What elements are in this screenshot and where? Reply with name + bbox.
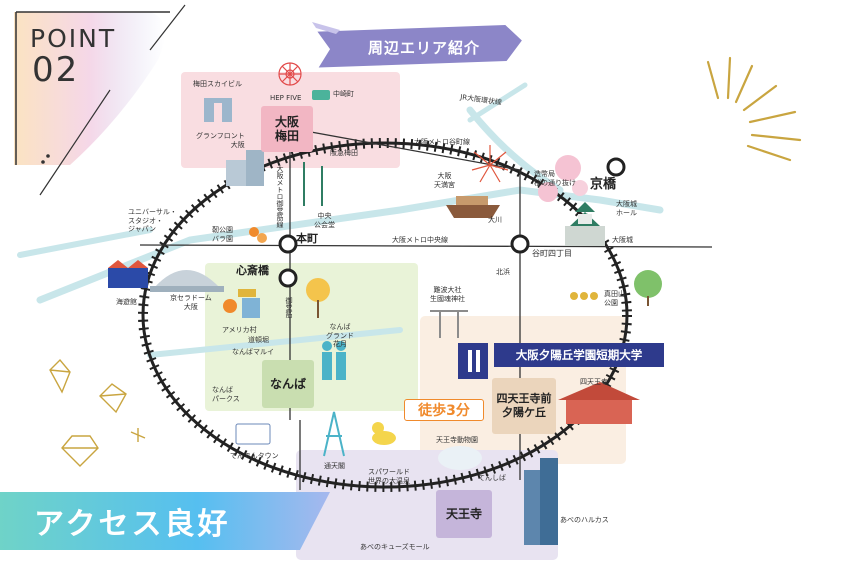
station-shitennoji[interactable]: 四天王寺前 夕陽ケ丘 bbox=[492, 378, 556, 434]
place-usj: ユニバーサル・ スタジオ・ ジャパン bbox=[128, 208, 177, 233]
place-sanadayama: 真田山 公園 bbox=[604, 290, 625, 307]
banner-ribbon bbox=[312, 22, 522, 68]
access-banner: アクセス良好 bbox=[34, 507, 231, 542]
place-ngk: なんば グランド 花月 bbox=[326, 323, 354, 348]
place-osaka-castle: 大阪城 bbox=[612, 236, 633, 244]
rose-icon bbox=[249, 227, 267, 243]
castle-icon bbox=[565, 202, 605, 246]
place-spa-world: スパワールド 世界の大温泉 bbox=[368, 468, 410, 485]
place-nakazakicho: 中崎町 bbox=[333, 90, 354, 98]
place-okawa: 大川 bbox=[488, 216, 502, 224]
place-kitahama: 北浜 bbox=[496, 268, 510, 276]
station-tanimachi4[interactable]: 谷町四丁目 bbox=[532, 249, 572, 258]
place-america-mura: アメリカ村 bbox=[222, 326, 257, 334]
station-tennoji[interactable]: 天王寺 bbox=[436, 490, 492, 538]
line-midosuji-road: 御堂筋 bbox=[285, 297, 293, 318]
duck-icon bbox=[372, 422, 396, 445]
building-icon bbox=[524, 458, 558, 545]
line-midosuji-metro: 大阪メトロ御堂筋線 bbox=[276, 165, 284, 228]
tower-icon bbox=[323, 411, 345, 457]
college-name[interactable]: 大阪夕陽丘学園短期大学 bbox=[494, 343, 664, 367]
cup-icon bbox=[312, 90, 330, 100]
point-header-graphic bbox=[14, 4, 186, 196]
place-ikukunitama: 難波大社 生國魂神社 bbox=[430, 286, 465, 303]
place-dotonbori: 道頓堀 bbox=[248, 336, 269, 344]
station-rings bbox=[278, 157, 626, 288]
place-grand-front: グランフロント 大阪 bbox=[196, 132, 245, 149]
section-banner: 周辺エリア紹介 bbox=[367, 38, 480, 57]
place-hep-five: HEP FIVE bbox=[270, 94, 302, 102]
point-number: 02 bbox=[32, 50, 80, 90]
line-chuo: 大阪メトロ中央線 bbox=[392, 236, 448, 244]
building-icon bbox=[204, 98, 232, 122]
tennoji-area bbox=[296, 450, 558, 560]
place-qs-mall: あべのキューズモール bbox=[360, 543, 430, 551]
college-logo-icon bbox=[458, 343, 488, 379]
station-hommachi[interactable]: 本町 bbox=[296, 232, 318, 245]
place-nipponbashi: でんでんタウン bbox=[230, 452, 279, 460]
temple-icon bbox=[558, 382, 640, 424]
place-tenshiba: てんしば bbox=[478, 474, 506, 482]
place-kyocera: 京セラドーム 大阪 bbox=[170, 294, 212, 311]
aquarium-icon bbox=[108, 260, 148, 288]
line-tanimachi: 大阪メトロ谷町線 bbox=[414, 138, 470, 146]
ferris-wheel-icon bbox=[278, 62, 302, 86]
couple-icon bbox=[322, 341, 346, 380]
place-tenmangu: 大阪 天満宮 bbox=[434, 172, 455, 189]
place-umeda-sky: 梅田スカイビル bbox=[193, 80, 242, 88]
fireworks-icon bbox=[471, 145, 509, 183]
station-shinsaibashi[interactable]: 心斎橋 bbox=[236, 264, 269, 277]
place-namba-parks: なんば パークス bbox=[212, 386, 240, 403]
building-icon bbox=[223, 289, 260, 318]
sparkle-icon bbox=[706, 56, 802, 162]
place-tennoji-zoo: 天王寺動物園 bbox=[436, 436, 478, 444]
cherry-blossom-icon bbox=[538, 155, 588, 202]
point-word: POINT bbox=[30, 24, 117, 53]
tree-icon bbox=[306, 270, 662, 318]
building-icon bbox=[226, 150, 264, 186]
jr-loop-line bbox=[138, 138, 632, 492]
place-central-hall: 中央 公会堂 bbox=[314, 212, 335, 229]
sanadayama-icon bbox=[570, 292, 598, 300]
place-abeno-harukas: あべのハルカス bbox=[560, 516, 609, 524]
access-banner-bg bbox=[0, 492, 330, 550]
polar-bear-icon bbox=[438, 446, 482, 470]
place-namba-marui: なんばマルイ bbox=[232, 348, 274, 356]
place-sakura: 造幣局 桜の通り抜け bbox=[534, 170, 576, 187]
walk-time: 徒歩3分 bbox=[404, 399, 484, 421]
place-tsutenkaku: 通天閣 bbox=[324, 462, 345, 470]
torii-icon bbox=[430, 310, 468, 338]
pc-icon bbox=[235, 423, 271, 445]
point-header: POINT 02 bbox=[30, 24, 117, 90]
station-umeda[interactable]: 大阪 梅田 bbox=[261, 106, 313, 152]
station-namba[interactable]: なんば bbox=[262, 360, 314, 408]
diamond-icon bbox=[49, 358, 146, 467]
place-castle-hall: 大阪城 ホール bbox=[616, 200, 637, 217]
dome-icon bbox=[150, 270, 224, 292]
place-shitennoji-temple: 四天王寺 bbox=[580, 378, 608, 386]
place-hankyu-umeda: 阪急梅田 bbox=[330, 149, 358, 157]
place-aquarium: 海遊館 bbox=[116, 298, 137, 306]
lamp-icon bbox=[303, 162, 323, 206]
boat-icon bbox=[446, 196, 500, 218]
place-rose: 靭公園 バラ園 bbox=[212, 226, 233, 243]
station-kyobashi[interactable]: 京橋 bbox=[590, 177, 617, 192]
